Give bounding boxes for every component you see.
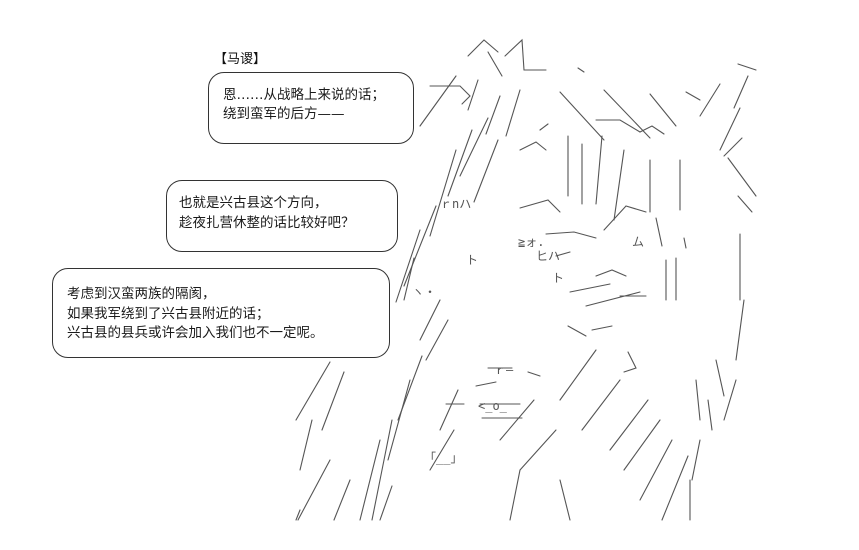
bubble-1-line-1: 恩……从战略上来说的话； — [223, 87, 385, 103]
bubble-2-line-1: 也就是兴古县这个方向， — [179, 195, 328, 211]
bubble-3-line-3: 兴古县的县兵或许会加入我们也不一定呢。 — [67, 325, 324, 341]
speech-bubble-2: 也就是兴古县这个方向， 趁夜扎营休整的话比较好吧？ — [166, 180, 398, 252]
art-glyph-9: <_o_ — [478, 399, 508, 413]
art-glyph-5: ト — [552, 271, 564, 285]
bubble-2-line-2: 趁夜扎营休整的话比较好吧？ — [179, 215, 355, 231]
art-glyph-8: 「__」 — [424, 451, 462, 465]
art-glyph-2: ヒハ — [536, 249, 560, 263]
bubble-3-line-1: 考虑到汉蛮两族的隔阂， — [67, 286, 216, 302]
art-glyph-10: ヽ・ — [412, 285, 436, 299]
art-glyph-3: ト — [466, 253, 478, 267]
art-glyph-1: ｒnハ — [440, 197, 471, 211]
art-glyph-4: ≧ォ. — [518, 235, 544, 249]
art-glyph-7: ｒ― — [494, 363, 514, 377]
bubble-3-line-2: 如果我军绕到了兴古县附近的话； — [67, 306, 270, 322]
speaker-name: 【马谡】 — [214, 52, 267, 67]
bubble-1-line-2: 绕到蛮军的后方—— — [223, 106, 345, 122]
speech-bubble-1: 恩……从战略上来说的话； 绕到蛮军的后方—— — [208, 72, 414, 144]
speech-bubble-3: 考虑到汉蛮两族的隔阂， 如果我军绕到了兴古县附近的话； 兴古县的县兵或许会加入我… — [52, 268, 390, 358]
art-glyph-6: ム — [632, 235, 644, 249]
